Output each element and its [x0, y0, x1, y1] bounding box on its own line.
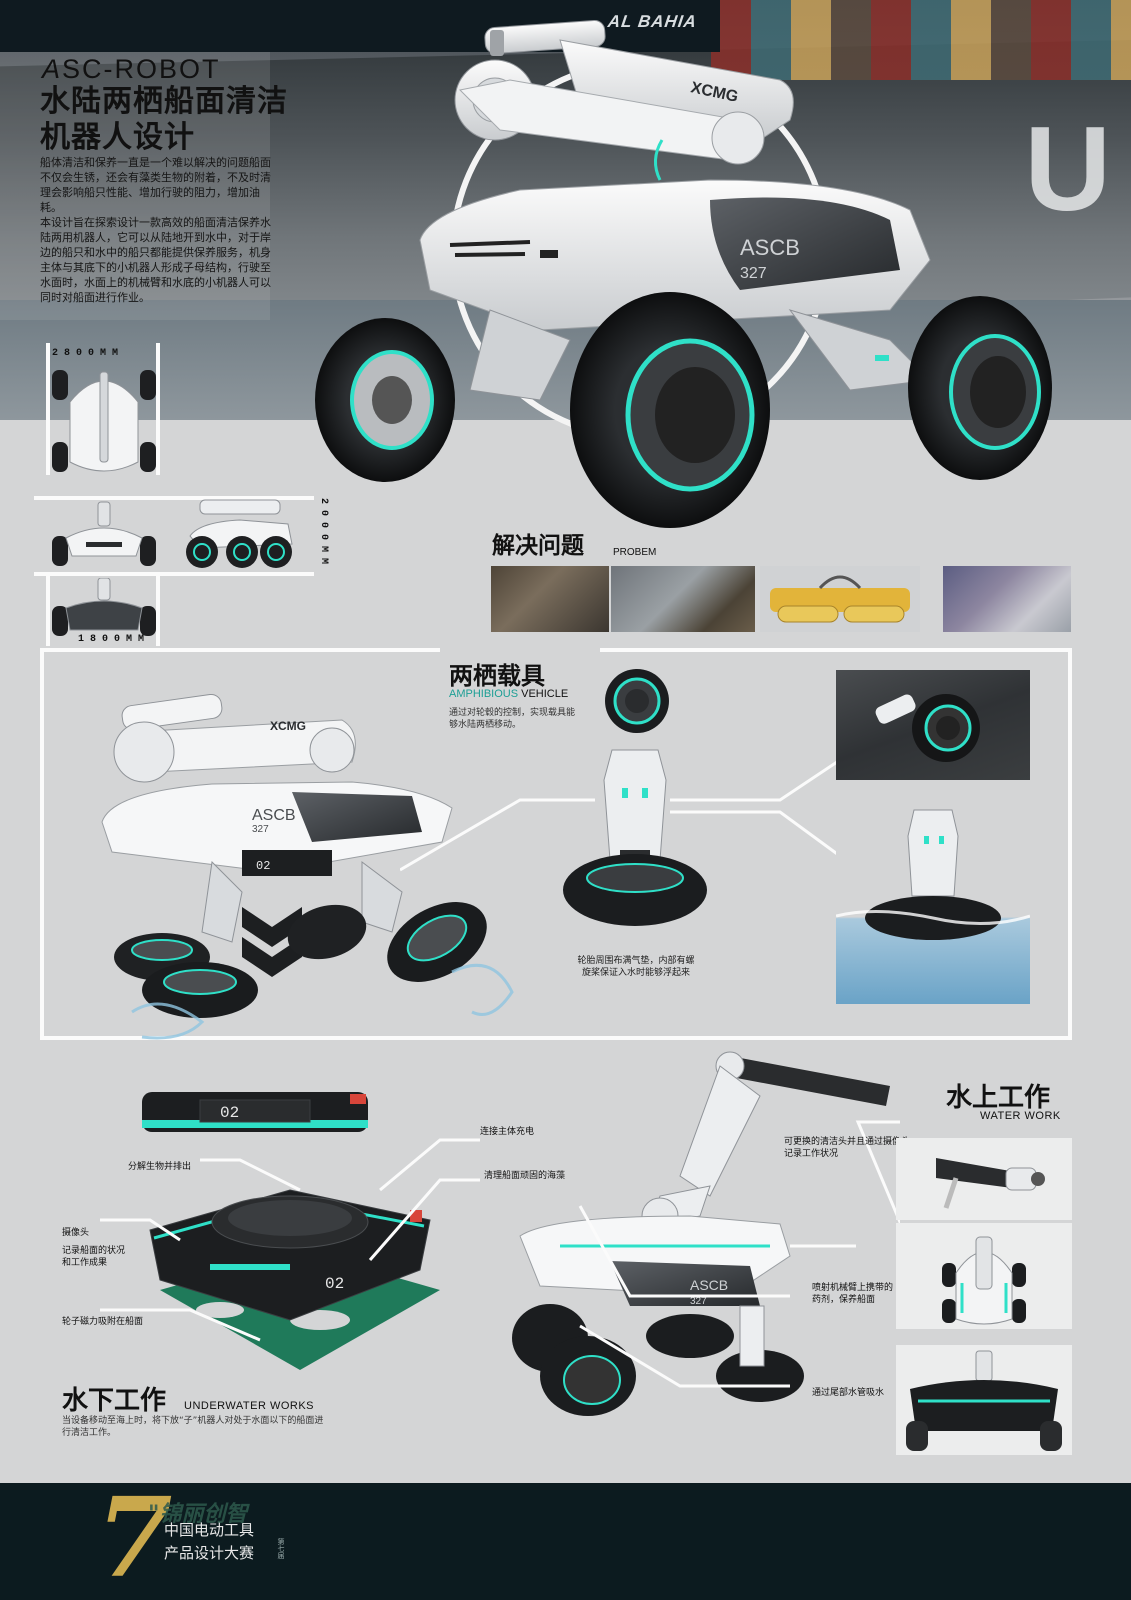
- title-line-1: 水陆两栖船面清洁: [40, 84, 288, 119]
- frame-edge: [40, 648, 440, 652]
- solution-subtitle: PROBEM: [613, 547, 657, 558]
- water-wheel-render: [835, 809, 1031, 940]
- robot-body: ASCB 327: [419, 179, 932, 401]
- intro-text: 船体清洁和保养一直是一个难以解决的问题船面不仅会生锈，还会有藻类生物的附着，不及…: [40, 155, 272, 305]
- waterwork-title: 水上工作: [946, 1083, 1051, 1113]
- page-title: 水陆两栖船面清洁 机器人设计: [40, 84, 340, 156]
- frame-edge: [600, 648, 1072, 652]
- problem-photo-brushes: [760, 566, 920, 632]
- waterwork-subtitle: WATER WORK: [980, 1110, 1061, 1122]
- footer-band: [0, 1483, 1131, 1600]
- label-head: 可更换的清洁头并且通过摄像头记录工作状况: [784, 1137, 911, 1159]
- wheel-in-water-photo: [835, 806, 1031, 1004]
- dimension-length: 2800MM: [52, 348, 125, 359]
- amph-number: 327: [252, 824, 269, 835]
- dim-guide-line: [156, 343, 160, 475]
- side-unit-number: 02: [220, 1104, 239, 1122]
- amph-model: ASCB: [252, 807, 296, 824]
- cleaning-head-render: [936, 1158, 1045, 1209]
- top-view-drawing: [52, 370, 156, 472]
- amphibious-description: 通过对轮毂的控制，实现载具能够水陆两栖移动。: [449, 708, 576, 730]
- dim-guide-line: [34, 496, 314, 500]
- intro-paragraph-1: 船体清洁和保养一直是一个难以解决的问题船面不仅会生锈，还会有藻类生物的附着，不及…: [40, 156, 271, 214]
- label-camera: 摄像头: [62, 1228, 90, 1238]
- child-robot-render: 02: [149, 1189, 440, 1370]
- competition-edition: 第七届: [277, 1538, 285, 1559]
- top-view-thumb: [896, 1223, 1072, 1329]
- title-line-2: 机器人设计: [40, 120, 195, 155]
- robot-model: ASCB: [740, 235, 800, 260]
- amphibious-subtitle-rest: VEHICLE: [518, 688, 569, 700]
- label-magnet: 轮子磁力吸附在船面: [62, 1317, 144, 1327]
- waterwork-robot-render: ASCB 327: [512, 1051, 890, 1416]
- cleaning-head-thumb: [896, 1138, 1072, 1220]
- brand-prefix: A: [42, 54, 63, 84]
- top-view-render: [942, 1236, 1026, 1325]
- ww-model: ASCB: [690, 1277, 728, 1293]
- dim-guide-line: [46, 343, 50, 475]
- underwater-title: 水下工作: [62, 1386, 167, 1416]
- competition-name-line-1: 中国电动工具: [164, 1521, 255, 1539]
- road-wheel-render: [875, 694, 980, 762]
- label-suction: 通过尾部水管吸水: [812, 1388, 885, 1398]
- robot-number: 327: [740, 265, 767, 282]
- dim-guide-line: [34, 572, 314, 576]
- front-view-drawing: [52, 501, 156, 566]
- wheel-on-road-photo: [836, 670, 1030, 780]
- brand-wordmark: ASC-ROBOT: [42, 54, 221, 85]
- underwater-description: 当设备移动至海上时，将下放“子”机器人对处于水面以下的船面进行清洁工作。: [62, 1416, 324, 1438]
- intro-paragraph-2: 本设计旨在探索设计一款高效的船面清洁保养水陆两用机器人，它可以从陆地开到水中，对…: [40, 216, 271, 304]
- rear-view-render: [906, 1350, 1062, 1451]
- label-record: 记录船面的状况和工作成果: [62, 1246, 126, 1268]
- wheel-hub-detail: [605, 669, 669, 733]
- dim-guide-line: [46, 576, 50, 646]
- amphibious-subtitle-accent: AMPHIBIOUS: [449, 688, 519, 700]
- solution-title: 解决问题: [492, 533, 584, 559]
- competition-numeral: 7: [96, 1473, 173, 1600]
- hero-robot-render: XCMG ASCB 327: [315, 20, 1052, 528]
- amph-unit-number: 02: [256, 859, 270, 873]
- amphibious-title: 两栖载具: [449, 662, 545, 690]
- label-seaweed: 清理船面顽固的海藻: [484, 1171, 566, 1181]
- leader-lines: [400, 760, 840, 872]
- dimension-width: 1800MM: [78, 634, 151, 645]
- amphibious-robot-render: XCMG ASCB 327 02: [101, 693, 514, 1040]
- dimension-height: 2000MM: [318, 498, 329, 571]
- ww-number: 327: [690, 1296, 707, 1307]
- rear-view-drawing: [52, 578, 156, 636]
- child-unit-number: 02: [325, 1275, 344, 1293]
- tire-note: 轮胎周围布满气垫，内部有螺旋桨保证入水时能够浮起来: [577, 956, 695, 978]
- competition-name-line-2: 产品设计大赛: [164, 1544, 255, 1562]
- underwater-leader-lines: [100, 1138, 480, 1342]
- label-charge: 连接主体充电: [480, 1127, 535, 1137]
- robot-wheels: [315, 292, 1052, 528]
- dim-guide-line: [156, 576, 160, 646]
- label-decompose: 分解生物并排出: [128, 1162, 192, 1172]
- brand-rest: SC-ROBOT: [62, 54, 221, 84]
- problem-photo-cleaning: [611, 566, 755, 632]
- hull-letter: U: [1024, 102, 1111, 236]
- amph-logo: XCMG: [270, 719, 306, 733]
- wheel-module-render: [563, 749, 707, 926]
- rear-view-thumb: [896, 1345, 1072, 1455]
- waterwork-leader-lines: [578, 1120, 900, 1388]
- competition-script: "锦丽创智: [148, 1502, 248, 1527]
- underwater-subtitle: UNDERWATER WORKS: [184, 1400, 315, 1412]
- child-robot-side-view: 02: [142, 1092, 368, 1132]
- robot-arm: XCMG: [454, 20, 794, 181]
- cargo-containers: [711, 0, 1131, 80]
- amphibious-subtitle: AMPHIBIOUS VEHICLE: [449, 688, 568, 700]
- amphibious-frame: [40, 650, 1072, 1040]
- problem-photo-hull-fouling: [491, 566, 609, 632]
- label-spray: 喷射机械臂上携带的药剂，保养船面: [812, 1283, 894, 1305]
- text-backdrop: [0, 52, 270, 320]
- problem-photo-robot: [943, 566, 1071, 632]
- side-view-drawing: [186, 499, 293, 568]
